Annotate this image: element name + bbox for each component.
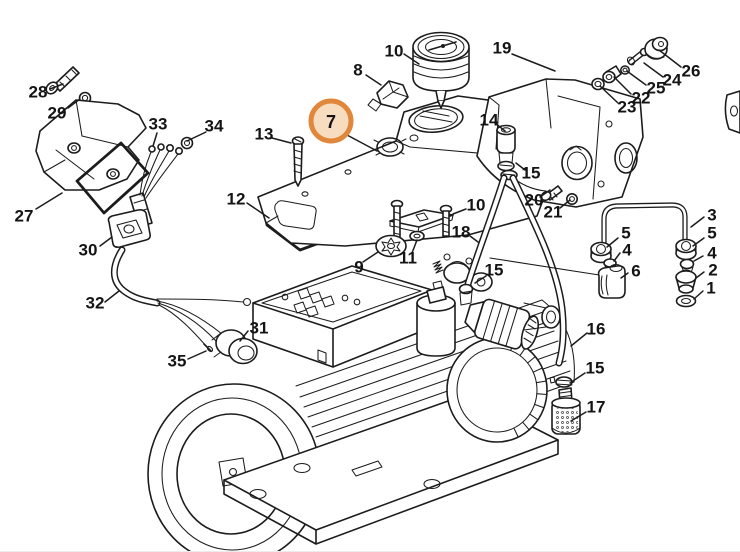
- callout-10-7[interactable]: 10: [385, 42, 404, 61]
- callout-4-33[interactable]: 4: [707, 244, 717, 263]
- callout-4-30[interactable]: 4: [622, 241, 632, 260]
- leader-line-34: [186, 131, 207, 142]
- cable-drawing: [110, 246, 258, 365]
- leader-line-4: [693, 255, 704, 262]
- leader-line-13: [271, 137, 292, 144]
- leader-line-22: [613, 76, 632, 95]
- callout-31-24[interactable]: 31: [250, 319, 269, 338]
- leader-line-27: [35, 192, 63, 210]
- callout-2-34[interactable]: 2: [708, 261, 717, 280]
- callout-8-6[interactable]: 8: [353, 61, 362, 80]
- callout-27-2[interactable]: 27: [15, 207, 34, 226]
- leader-line-8: [365, 74, 382, 86]
- leader-line-2: [695, 271, 705, 279]
- callout-14-14[interactable]: 14: [480, 111, 499, 130]
- callout-18-20[interactable]: 18: [452, 223, 471, 242]
- callout-5-32[interactable]: 5: [707, 224, 716, 243]
- callout-17-38[interactable]: 17: [587, 398, 606, 417]
- leader-line-35: [187, 350, 207, 360]
- shroud-drawing: [476, 78, 740, 208]
- highlighted-part-circle[interactable]: [308, 98, 354, 144]
- leader-line-33: [152, 132, 158, 147]
- leader-line-28: [49, 83, 64, 90]
- valve-parts-drawing: [591, 36, 669, 91]
- leader-line-7: [346, 134, 378, 152]
- callout-30-27[interactable]: 30: [79, 241, 98, 260]
- knob-drawing: [367, 80, 409, 112]
- callout-6-31[interactable]: 6: [631, 262, 640, 281]
- leader-line-5: [606, 237, 619, 248]
- elbow-hoses-drawing: [458, 124, 581, 435]
- callout-10-19[interactable]: 10: [467, 196, 486, 215]
- grommet-drawing: [107, 209, 151, 248]
- leader-line-18: [469, 235, 479, 243]
- leader-line-10: [403, 53, 420, 65]
- leader-line-5: [692, 237, 705, 247]
- leader-line-6: [620, 272, 629, 279]
- leader-line-15: [515, 162, 526, 171]
- leader-line-17: [570, 411, 587, 422]
- callout-21-17[interactable]: 21: [544, 203, 563, 222]
- leader-line-4: [613, 252, 621, 262]
- leader-line-29: [67, 98, 81, 109]
- callout-28-0[interactable]: 28: [29, 83, 48, 102]
- leader-line-15: [569, 372, 586, 384]
- callout-22-12[interactable]: 22: [632, 89, 651, 108]
- callout-15-37[interactable]: 15: [586, 359, 605, 378]
- leader-line-30: [99, 236, 113, 247]
- callout-7-highlighted[interactable]: 7: [326, 112, 336, 132]
- bolt-nut-drawing: [540, 185, 578, 206]
- callout-24-10[interactable]: 24: [663, 71, 682, 90]
- callout-33-3[interactable]: 33: [149, 115, 168, 134]
- leader-line-10: [452, 208, 467, 215]
- leader-line-32: [104, 290, 120, 303]
- callout-29-1[interactable]: 29: [48, 104, 67, 123]
- callout-19-8[interactable]: 19: [493, 39, 512, 58]
- callout-20-16[interactable]: 20: [525, 191, 544, 210]
- leader-line-25: [626, 70, 647, 86]
- callout-12-18[interactable]: 12: [227, 190, 246, 209]
- leader-line-12: [246, 202, 270, 219]
- leader-line-24: [643, 62, 664, 78]
- leader-line-20: [539, 189, 551, 198]
- callout-5-29[interactable]: 5: [621, 224, 630, 243]
- leader-line-23: [599, 85, 619, 104]
- screw-drawing: [291, 136, 305, 187]
- callout-26-9[interactable]: 26: [682, 62, 701, 81]
- callout-1-35[interactable]: 1: [706, 279, 715, 298]
- gauge-drawing: [412, 31, 470, 109]
- leader-line-19: [511, 53, 556, 72]
- leader-line-1: [693, 290, 704, 300]
- leader-line-16: [570, 332, 588, 347]
- leader-line-14: [494, 122, 506, 132]
- callout-11-22[interactable]: 11: [399, 249, 417, 268]
- callout-15-23[interactable]: 15: [485, 261, 504, 280]
- leader-line-21: [559, 199, 571, 209]
- pipe-fittings-drawing: [489, 202, 697, 308]
- callout-25-11[interactable]: 25: [647, 79, 666, 98]
- gauge-bracket-drawing: [375, 199, 454, 258]
- leader-line-15: [474, 275, 487, 284]
- motor-pump-drawing: [147, 253, 575, 551]
- leader-line-3: [690, 216, 705, 228]
- leader-line-11: [411, 239, 418, 254]
- callout-9-21[interactable]: 9: [354, 258, 363, 277]
- callout-13-5[interactable]: 13: [255, 125, 274, 144]
- callout-16-36[interactable]: 16: [587, 320, 606, 339]
- callout-23-13[interactable]: 23: [618, 98, 637, 117]
- callout-34-4[interactable]: 34: [205, 117, 224, 136]
- callout-3-28[interactable]: 3: [707, 206, 716, 225]
- callout-15-15[interactable]: 15: [522, 164, 541, 183]
- callout-35-25[interactable]: 35: [168, 352, 187, 371]
- leader-line-26: [658, 49, 682, 68]
- leader-line-31: [239, 330, 249, 342]
- callout-32-26[interactable]: 32: [86, 294, 105, 313]
- leader-line-9: [362, 251, 379, 263]
- cover-bracket-drawing: [35, 66, 150, 215]
